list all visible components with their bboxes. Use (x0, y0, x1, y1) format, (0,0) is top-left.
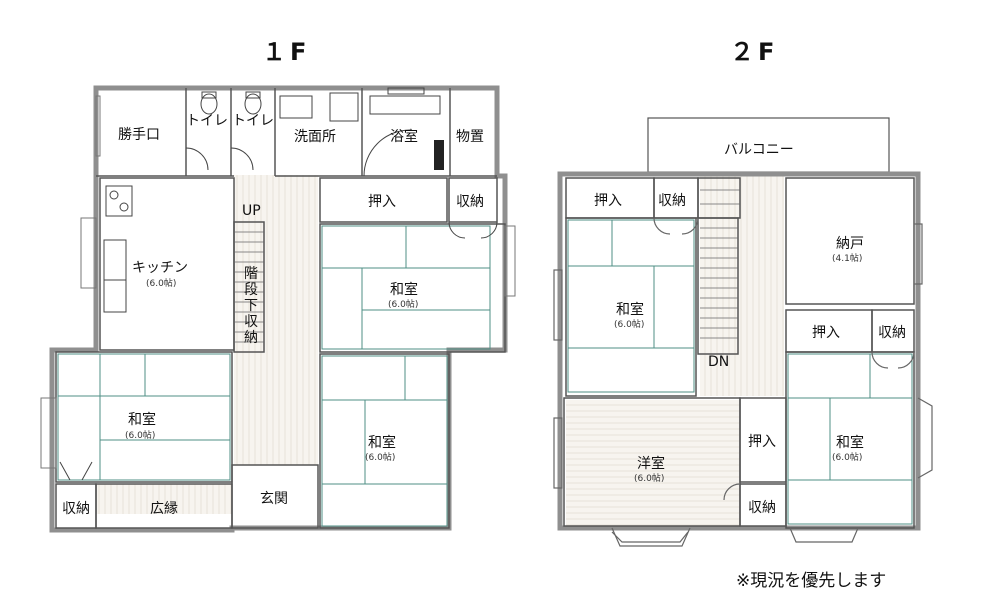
room-oshiire-left: 押入 (594, 193, 622, 209)
room-washitsu-se-size: (6.0帖) (365, 453, 396, 463)
room-kaidanshita-shuno: 階段下収納 (244, 266, 258, 346)
room-nando-size: (4.1帖) (832, 254, 863, 264)
room-genkan: 玄関 (260, 491, 288, 507)
room-washitsu-left: 和室 (616, 302, 644, 318)
room-toilet-a: トイレ (186, 113, 228, 129)
room-washitsu-right: 和室 (836, 435, 864, 451)
disclaimer-note: ※現況を優先します (736, 571, 887, 591)
room-washitsu-right-size: (6.0帖) (832, 453, 863, 463)
room-washitsu-w: 和室 (128, 412, 156, 428)
room-senmenjo: 洗面所 (294, 129, 336, 145)
room-youshitsu-size: (6.0帖) (634, 474, 665, 484)
room-washitsu-w-size: (6.0帖) (125, 431, 156, 441)
room-shuno-top: 収納 (456, 194, 484, 210)
room-toilet-b: トイレ (232, 113, 274, 129)
room-shuno-mid: 収納 (748, 500, 776, 516)
room-kitchen: キッチン (132, 260, 188, 276)
room-balcony: バルコニー (724, 142, 794, 158)
room-youshitsu: 洋室 (637, 456, 665, 472)
room-oshiire-right: 押入 (812, 325, 840, 341)
room-nando: 納戸 (836, 236, 864, 252)
room-oshiire: 押入 (368, 194, 396, 210)
room-monooki: 物置 (456, 129, 484, 145)
room-kitchen-size: (6.0帖) (146, 279, 177, 289)
room-hiroen: 広縁 (150, 501, 178, 517)
floor1-plan (40, 85, 516, 533)
room-washitsu-se: 和室 (368, 435, 396, 451)
room-shuno-bottom: 収納 (62, 501, 90, 517)
room-shuno-left: 収納 (658, 193, 686, 209)
room-washitsu-left-size: (6.0帖) (614, 320, 645, 330)
room-yokushitsu: 浴室 (390, 129, 418, 145)
floor2-plan (553, 117, 933, 547)
floor2-title: ２F (730, 38, 779, 66)
room-washitsu-ne: 和室 (390, 282, 418, 298)
floor1-title: １F (262, 38, 311, 66)
stair-up-label: UP (242, 203, 261, 219)
stair-dn-label: DN (708, 354, 730, 370)
room-washitsu-ne-size: (6.0帖) (388, 300, 419, 310)
room-oshiire-mid: 押入 (748, 434, 776, 450)
room-katteguchi: 勝手口 (118, 127, 160, 143)
room-shuno-right: 収納 (878, 325, 906, 341)
